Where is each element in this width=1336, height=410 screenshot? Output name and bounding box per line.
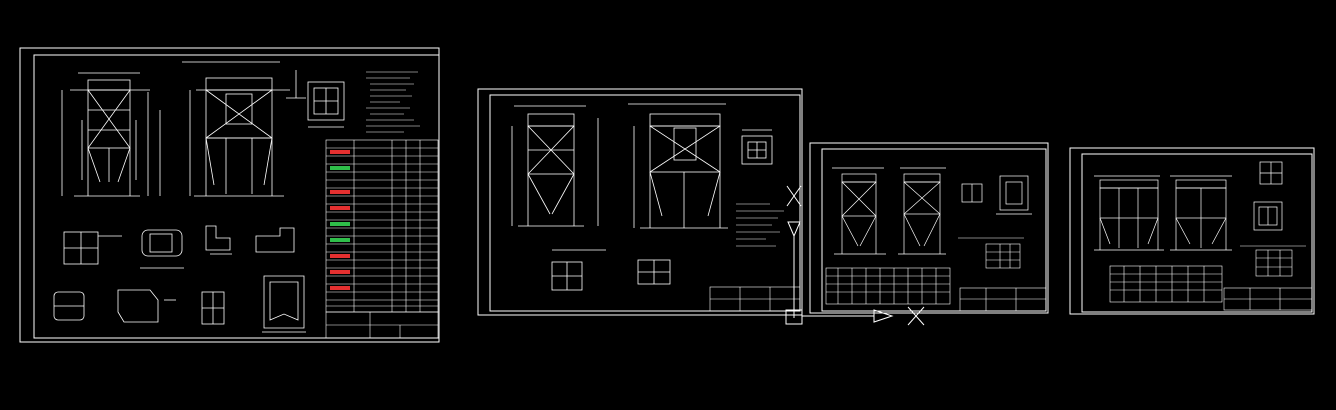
sheet-2-side-elevation: [628, 103, 728, 229]
sheet-1-table-highlights: [330, 150, 350, 290]
sheet-4-front-elevation: [1094, 175, 1164, 251]
sheet-1-side-elevation: [182, 61, 306, 197]
sheet-4-inner-border: [1081, 153, 1313, 313]
sheet-4-title-block: [1223, 287, 1313, 311]
sheet-3-parts-table: [825, 267, 951, 305]
sheet-1-plan-detail: [307, 81, 345, 128]
sheet-3[interactable]: [809, 142, 1049, 314]
sheet-1-inner-border: [33, 54, 440, 339]
sheet-2-outer-border: [477, 88, 803, 316]
sheet-4-detail-grid: [1240, 245, 1306, 277]
ucs-y-axis: [785, 185, 803, 325]
cross-icon[interactable]: [907, 306, 925, 326]
sheet-3-detail-grid: [958, 237, 1024, 269]
sheet-1-parts-table: [325, 139, 439, 313]
sheet-1-front-elevation: [61, 72, 161, 197]
sheet-4-plan-details: [1253, 161, 1283, 231]
sheet-4-side-elevation: [1170, 175, 1232, 251]
sheet-3-side-elevation: [898, 167, 946, 255]
ucs-x-axis: [802, 309, 894, 323]
sheet-1-section-details: [53, 225, 306, 333]
sheet-3-title-block: [959, 287, 1047, 312]
sheet-4-parts-table: [1109, 265, 1223, 303]
sheet-3-front-elevation: [832, 167, 886, 255]
sheet-2-front-elevation: [511, 105, 599, 227]
sheet-4-outer-border: [1069, 147, 1315, 315]
sheet-2-title-block: [709, 286, 801, 312]
sheet-1[interactable]: [19, 47, 440, 343]
sheet-3-plan-details: [961, 175, 1032, 215]
sheet-4[interactable]: [1069, 147, 1315, 315]
sheet-2-notes: [736, 203, 784, 247]
sheet-1-notes: [366, 71, 420, 133]
sheet-2-plan-detail: [741, 129, 773, 165]
arrow-up-icon: [787, 221, 801, 238]
sheet-2-section-details: [551, 249, 671, 291]
sheet-3-outer-border: [809, 142, 1049, 314]
sheet-1-title-block: [325, 311, 439, 339]
sheet-3-inner-border: [821, 148, 1047, 312]
sheet-2[interactable]: [477, 88, 803, 316]
sheet-2-inner-border: [489, 94, 801, 312]
